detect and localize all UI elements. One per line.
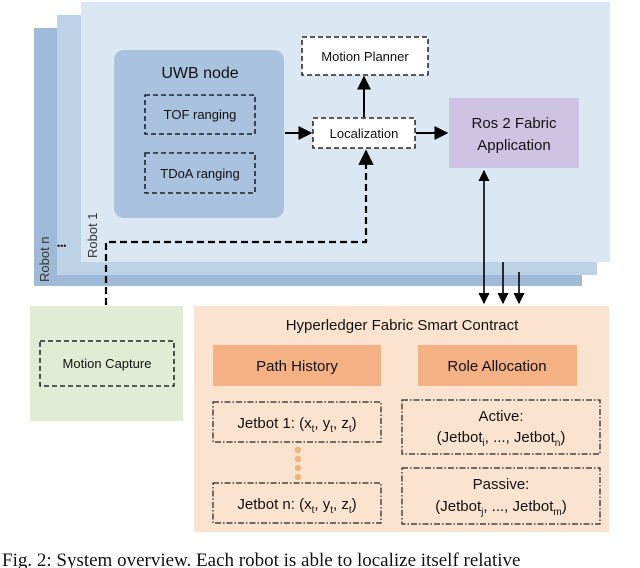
robot-ellipsis: ••• [57, 241, 66, 251]
role-allocation-label: Role Allocation [447, 358, 546, 375]
jetbot-n-position: Jetbot n: (xt, yt, zt) [237, 496, 356, 516]
motion-planner-box [301, 36, 429, 76]
path-history-vertical-dots [294, 446, 302, 481]
localization-label: Localization [330, 126, 399, 141]
jetbot-1-position: Jetbot 1: (xt, yt, zt) [237, 415, 356, 435]
active-role-box [401, 399, 601, 455]
tdoa-ranging-box [144, 152, 256, 194]
motion-capture-panel [30, 306, 183, 421]
passive-role-box [401, 467, 601, 525]
active-role-members: (Jetboti, ..., Jetbotn) [437, 429, 566, 449]
motion-capture-dashed-link [104, 149, 374, 338]
path-history-label: Path History [256, 358, 338, 375]
figure-caption: Fig. 2: System overview. Each robot is a… [2, 550, 520, 568]
uwb-node-title: UWB node [161, 65, 238, 82]
active-role-title: Active: [478, 408, 523, 425]
role-allocation-header [418, 345, 577, 386]
tdoa-ranging-label: TDoA ranging [160, 166, 240, 181]
localization-box [312, 117, 416, 149]
robot-n-label: Robot n [37, 236, 52, 282]
ros-fabric-box [449, 98, 579, 168]
ros-fabric-line1: Ros 2 Fabric [471, 115, 557, 132]
motion-capture-label: Motion Capture [63, 356, 152, 371]
fabric-title: Hyperledger Fabric Smart Contract [286, 317, 519, 334]
jetbot-n-box [212, 482, 382, 524]
robot-1-label: Robot 1 [85, 212, 100, 258]
path-history-header [213, 345, 381, 386]
tof-ranging-box [144, 94, 256, 135]
motion-planner-label: Motion Planner [321, 49, 409, 64]
passive-role-title: Passive: [473, 476, 530, 493]
motion-capture-box [39, 340, 175, 387]
tof-ranging-label: TOF ranging [164, 107, 237, 122]
ros-fabric-line2: Application [477, 137, 550, 154]
passive-role-members: (Jetbotj, ..., Jetbotm) [435, 498, 566, 518]
jetbot-1-box [212, 401, 382, 443]
